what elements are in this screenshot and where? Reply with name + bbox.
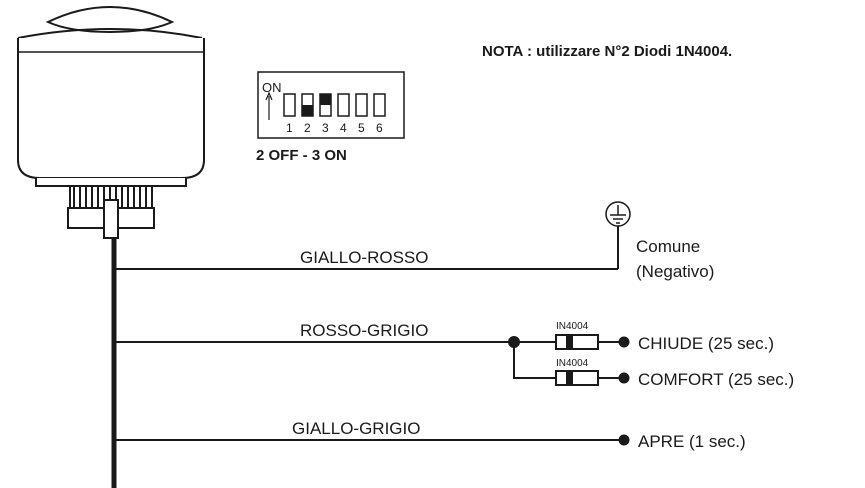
dip-number-4: 4 xyxy=(340,121,347,135)
terminal-apre-label: APRE (1 sec.) xyxy=(638,432,746,451)
negativo-label: (Negativo) xyxy=(636,262,714,281)
dip-on-label: ON xyxy=(262,80,282,95)
dip-lever-2 xyxy=(302,105,313,116)
wire-label-giallo-rosso: GIALLO-ROSSO xyxy=(300,248,428,267)
ground-icon xyxy=(605,201,631,227)
dip-slot-4 xyxy=(337,93,350,117)
sensor-dome-edge xyxy=(17,28,203,39)
terminal-comfort-dot xyxy=(618,372,630,384)
dip-setting-label: 2 OFF - 3 ON xyxy=(256,147,347,164)
diode-2-label: IN4004 xyxy=(556,358,589,369)
dip-slot-5 xyxy=(355,93,368,117)
sensor-lip xyxy=(35,178,187,187)
diode-2 xyxy=(555,370,599,386)
dip-number-6: 6 xyxy=(376,121,383,135)
dip-on-arrowhead xyxy=(265,91,273,101)
terminal-comfort-label: COMFORT (25 sec.) xyxy=(638,370,794,389)
dip-number-3: 3 xyxy=(322,121,329,135)
diode-1-label: IN4004 xyxy=(556,321,589,332)
wire-label-giallo-grigio: GIALLO-GRIGIO xyxy=(292,419,420,438)
comune-label: Comune xyxy=(636,237,700,256)
sensor-device xyxy=(17,6,205,239)
diode-1 xyxy=(555,334,599,350)
dip-number-5: 5 xyxy=(358,121,365,135)
dip-switch: ON 1 2 3 4 5 6 xyxy=(257,71,405,139)
terminal-chiude-label: CHIUDE (25 sec.) xyxy=(638,334,774,353)
sensor-housing xyxy=(17,38,205,179)
wire-comfort-branch xyxy=(513,342,556,379)
note-text: NOTA : utilizzare N°2 Diodi 1N4004. xyxy=(482,43,732,60)
terminal-apre-dot xyxy=(618,434,630,446)
wire-label-rosso-grigio: ROSSO-GRIGIO xyxy=(300,321,428,340)
dip-slot-1 xyxy=(283,93,296,117)
dip-number-1: 1 xyxy=(286,121,293,135)
dip-slot-6 xyxy=(373,93,386,117)
terminal-chiude-dot xyxy=(618,336,630,348)
dip-lever-3 xyxy=(320,94,331,105)
cable-gland xyxy=(103,199,119,239)
dip-number-2: 2 xyxy=(304,121,311,135)
